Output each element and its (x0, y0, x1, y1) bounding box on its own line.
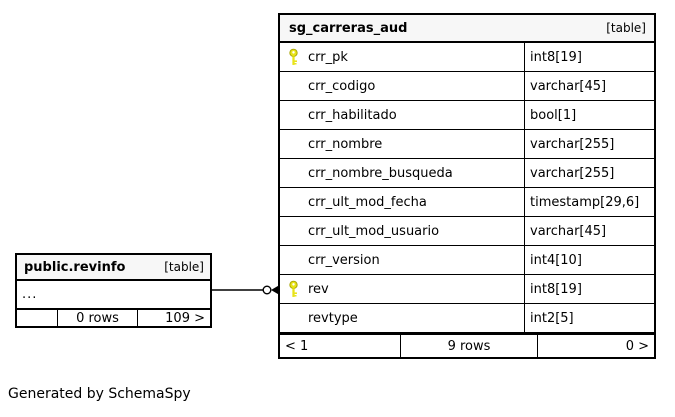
column-type: timestamp[29,6] (530, 194, 640, 210)
column-name: crr_nombre (308, 136, 383, 152)
column-type: int8[19] (530, 281, 582, 297)
table-header[interactable]: public.revinfo [table] (17, 255, 210, 281)
pager-row-count: 9 rows (401, 335, 538, 357)
generated-by-credit: Generated by SchemaSpy (8, 386, 191, 402)
column-row: crr_nombre_busqueda varchar[255] (280, 159, 654, 188)
column-type: int8[19] (530, 49, 582, 65)
column-name: crr_version (308, 252, 380, 268)
table-title[interactable]: sg_carreras_aud (289, 20, 408, 36)
column-type: varchar[255] (530, 165, 615, 181)
column-row: revtype int2[5] (280, 304, 654, 333)
pager-children-count[interactable]: < 1 (280, 335, 401, 357)
table-node-sg-carreras-aud: sg_carreras_aud [table] crr_pk int8[19] (278, 13, 656, 359)
collapsed-columns-row: ... (22, 287, 38, 302)
pager-parents-count[interactable]: 0 > (625, 338, 649, 354)
column-name: rev (308, 281, 329, 297)
column-name: crr_habilitado (308, 107, 397, 123)
column-name: revtype (308, 310, 358, 326)
table-type-badge: [table] (164, 260, 204, 274)
pager-row-count: 0 rows (58, 310, 138, 326)
column-name: crr_ult_mod_usuario (308, 223, 440, 239)
column-row: crr_nombre varchar[255] (280, 130, 654, 159)
table-title[interactable]: public.revinfo (24, 259, 126, 275)
column-row: crr_ult_mod_fecha timestamp[29,6] (280, 188, 654, 217)
column-type: int2[5] (530, 310, 574, 326)
column-row: crr_version int4[10] (280, 246, 654, 275)
column-name: crr_nombre_busqueda (308, 165, 453, 181)
column-name: crr_codigo (308, 78, 376, 94)
pager-parents-count[interactable]: 109 > (165, 310, 205, 326)
column-row: crr_codigo varchar[45] (280, 72, 654, 101)
column-row: rev int8[19] (280, 275, 654, 304)
column-type: varchar[255] (530, 136, 615, 152)
table-header[interactable]: sg_carreras_aud [table] (280, 15, 654, 43)
column-type: bool[1] (530, 107, 577, 123)
primary-key-icon (288, 280, 299, 298)
column-row: crr_pk int8[19] (280, 43, 654, 72)
table-pager: 0 rows 109 > (17, 308, 210, 326)
table-pager: < 1 9 rows 0 > (280, 333, 654, 357)
column-type: varchar[45] (530, 78, 607, 94)
pager-children-count (17, 310, 58, 326)
column-type: int4[10] (530, 252, 582, 268)
relationship-zero-circle (262, 285, 272, 295)
column-name: crr_pk (308, 49, 348, 65)
column-type: varchar[45] (530, 223, 607, 239)
column-row: crr_habilitado bool[1] (280, 101, 654, 130)
column-row: crr_ult_mod_usuario varchar[45] (280, 217, 654, 246)
table-type-badge: [table] (606, 21, 646, 35)
primary-key-icon (288, 48, 299, 66)
column-name: crr_ult_mod_fecha (308, 194, 427, 210)
table-node-public-revinfo: public.revinfo [table] ... 0 rows 109 > (15, 253, 212, 328)
